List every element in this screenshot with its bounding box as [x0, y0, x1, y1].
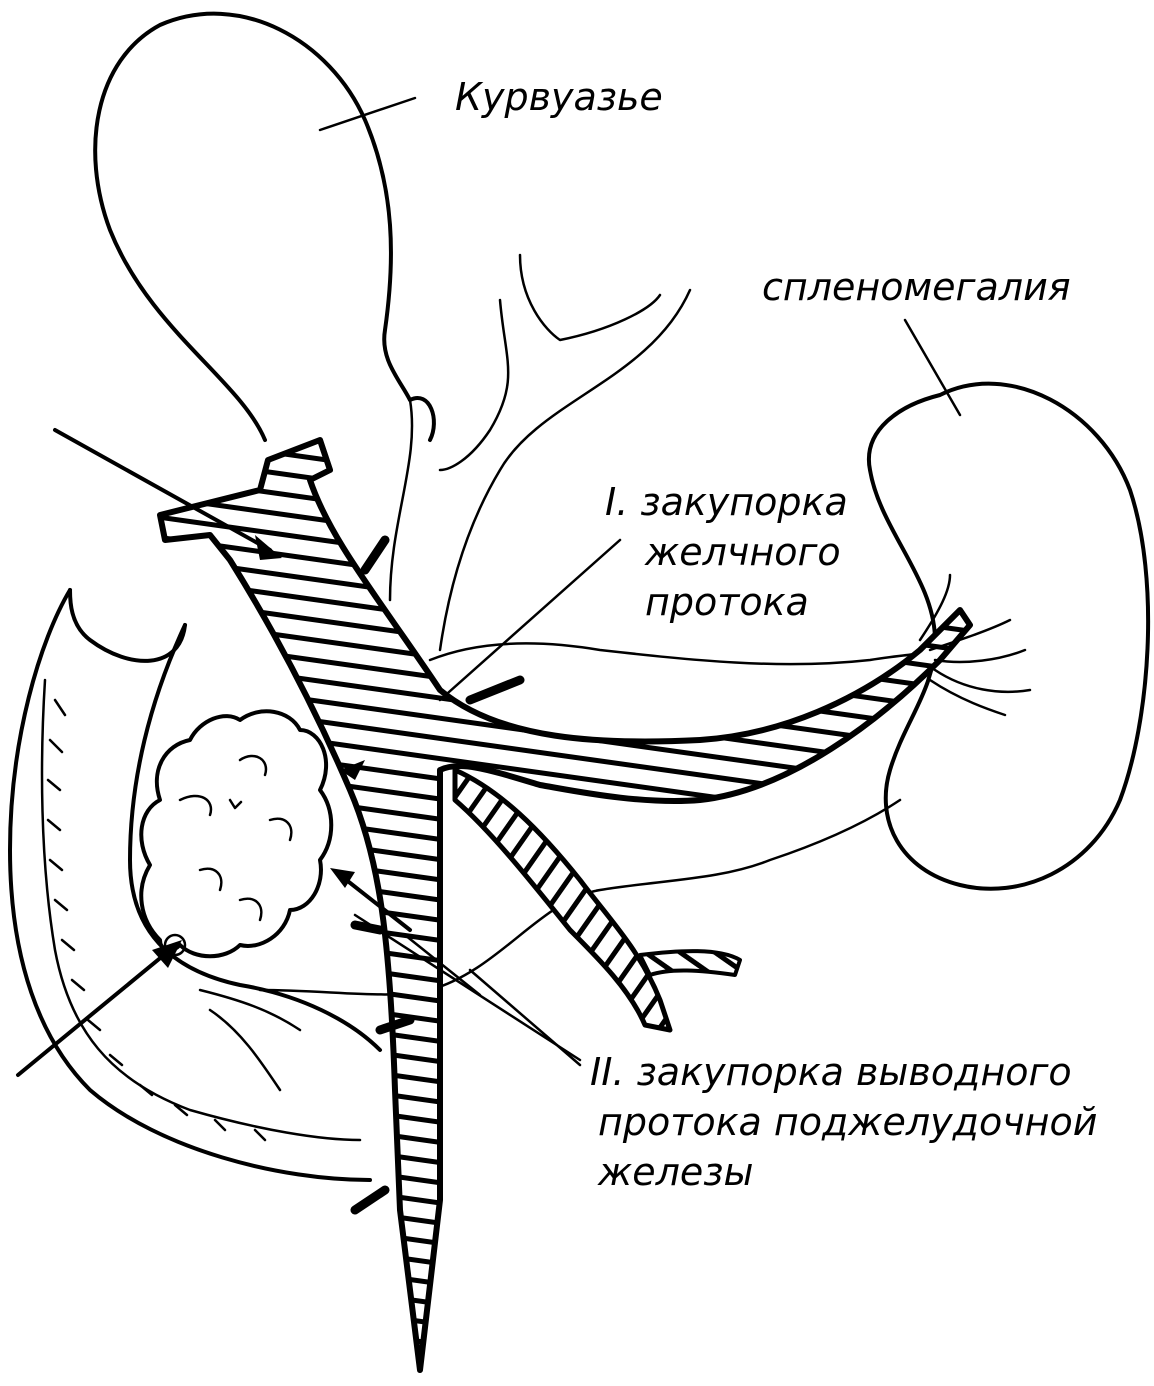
- leader-obstruction-2c: [403, 933, 482, 997]
- leader-splenomegaly: [903, 318, 962, 417]
- spleen: [866, 381, 1151, 891]
- duodenum: [8, 588, 382, 1182]
- label-obstruction-2-line2: протока поджелудочной: [598, 1100, 1097, 1144]
- leader-courvoisier: [318, 96, 417, 132]
- label-obstruction-1-line1: I. закупорка: [605, 480, 848, 524]
- pancreatic-duct: [452, 767, 742, 1033]
- arrow-head-bile: [255, 535, 282, 560]
- leader-lines: [318, 96, 962, 1067]
- gallbladder: [93, 11, 692, 652]
- label-obstruction-2-line3: железы: [597, 1150, 754, 1194]
- label-splenomegaly: спленомегалия: [762, 265, 1071, 309]
- label-obstruction-2-line1: II. закупорка выводного: [590, 1050, 1072, 1094]
- leader-obstruction-2a: [353, 913, 582, 1062]
- pancreatic-tumor: [139, 709, 334, 959]
- leader-obstruction-1: [438, 538, 622, 702]
- label-courvoisier: Курвуазье: [455, 75, 663, 119]
- arrow-head-duct: [340, 760, 365, 780]
- arrows: [16, 428, 412, 1077]
- leader-obstruction-2b: [468, 968, 582, 1067]
- arrow-head-tumor: [330, 868, 355, 888]
- arrow-head-ampulla: [152, 940, 182, 968]
- label-obstruction-1-line3: протока: [645, 580, 809, 624]
- common-bile-duct: [157, 437, 973, 1373]
- label-obstruction-1-line2: желчного: [644, 530, 841, 574]
- splenic-vessel-branches: [918, 573, 1032, 717]
